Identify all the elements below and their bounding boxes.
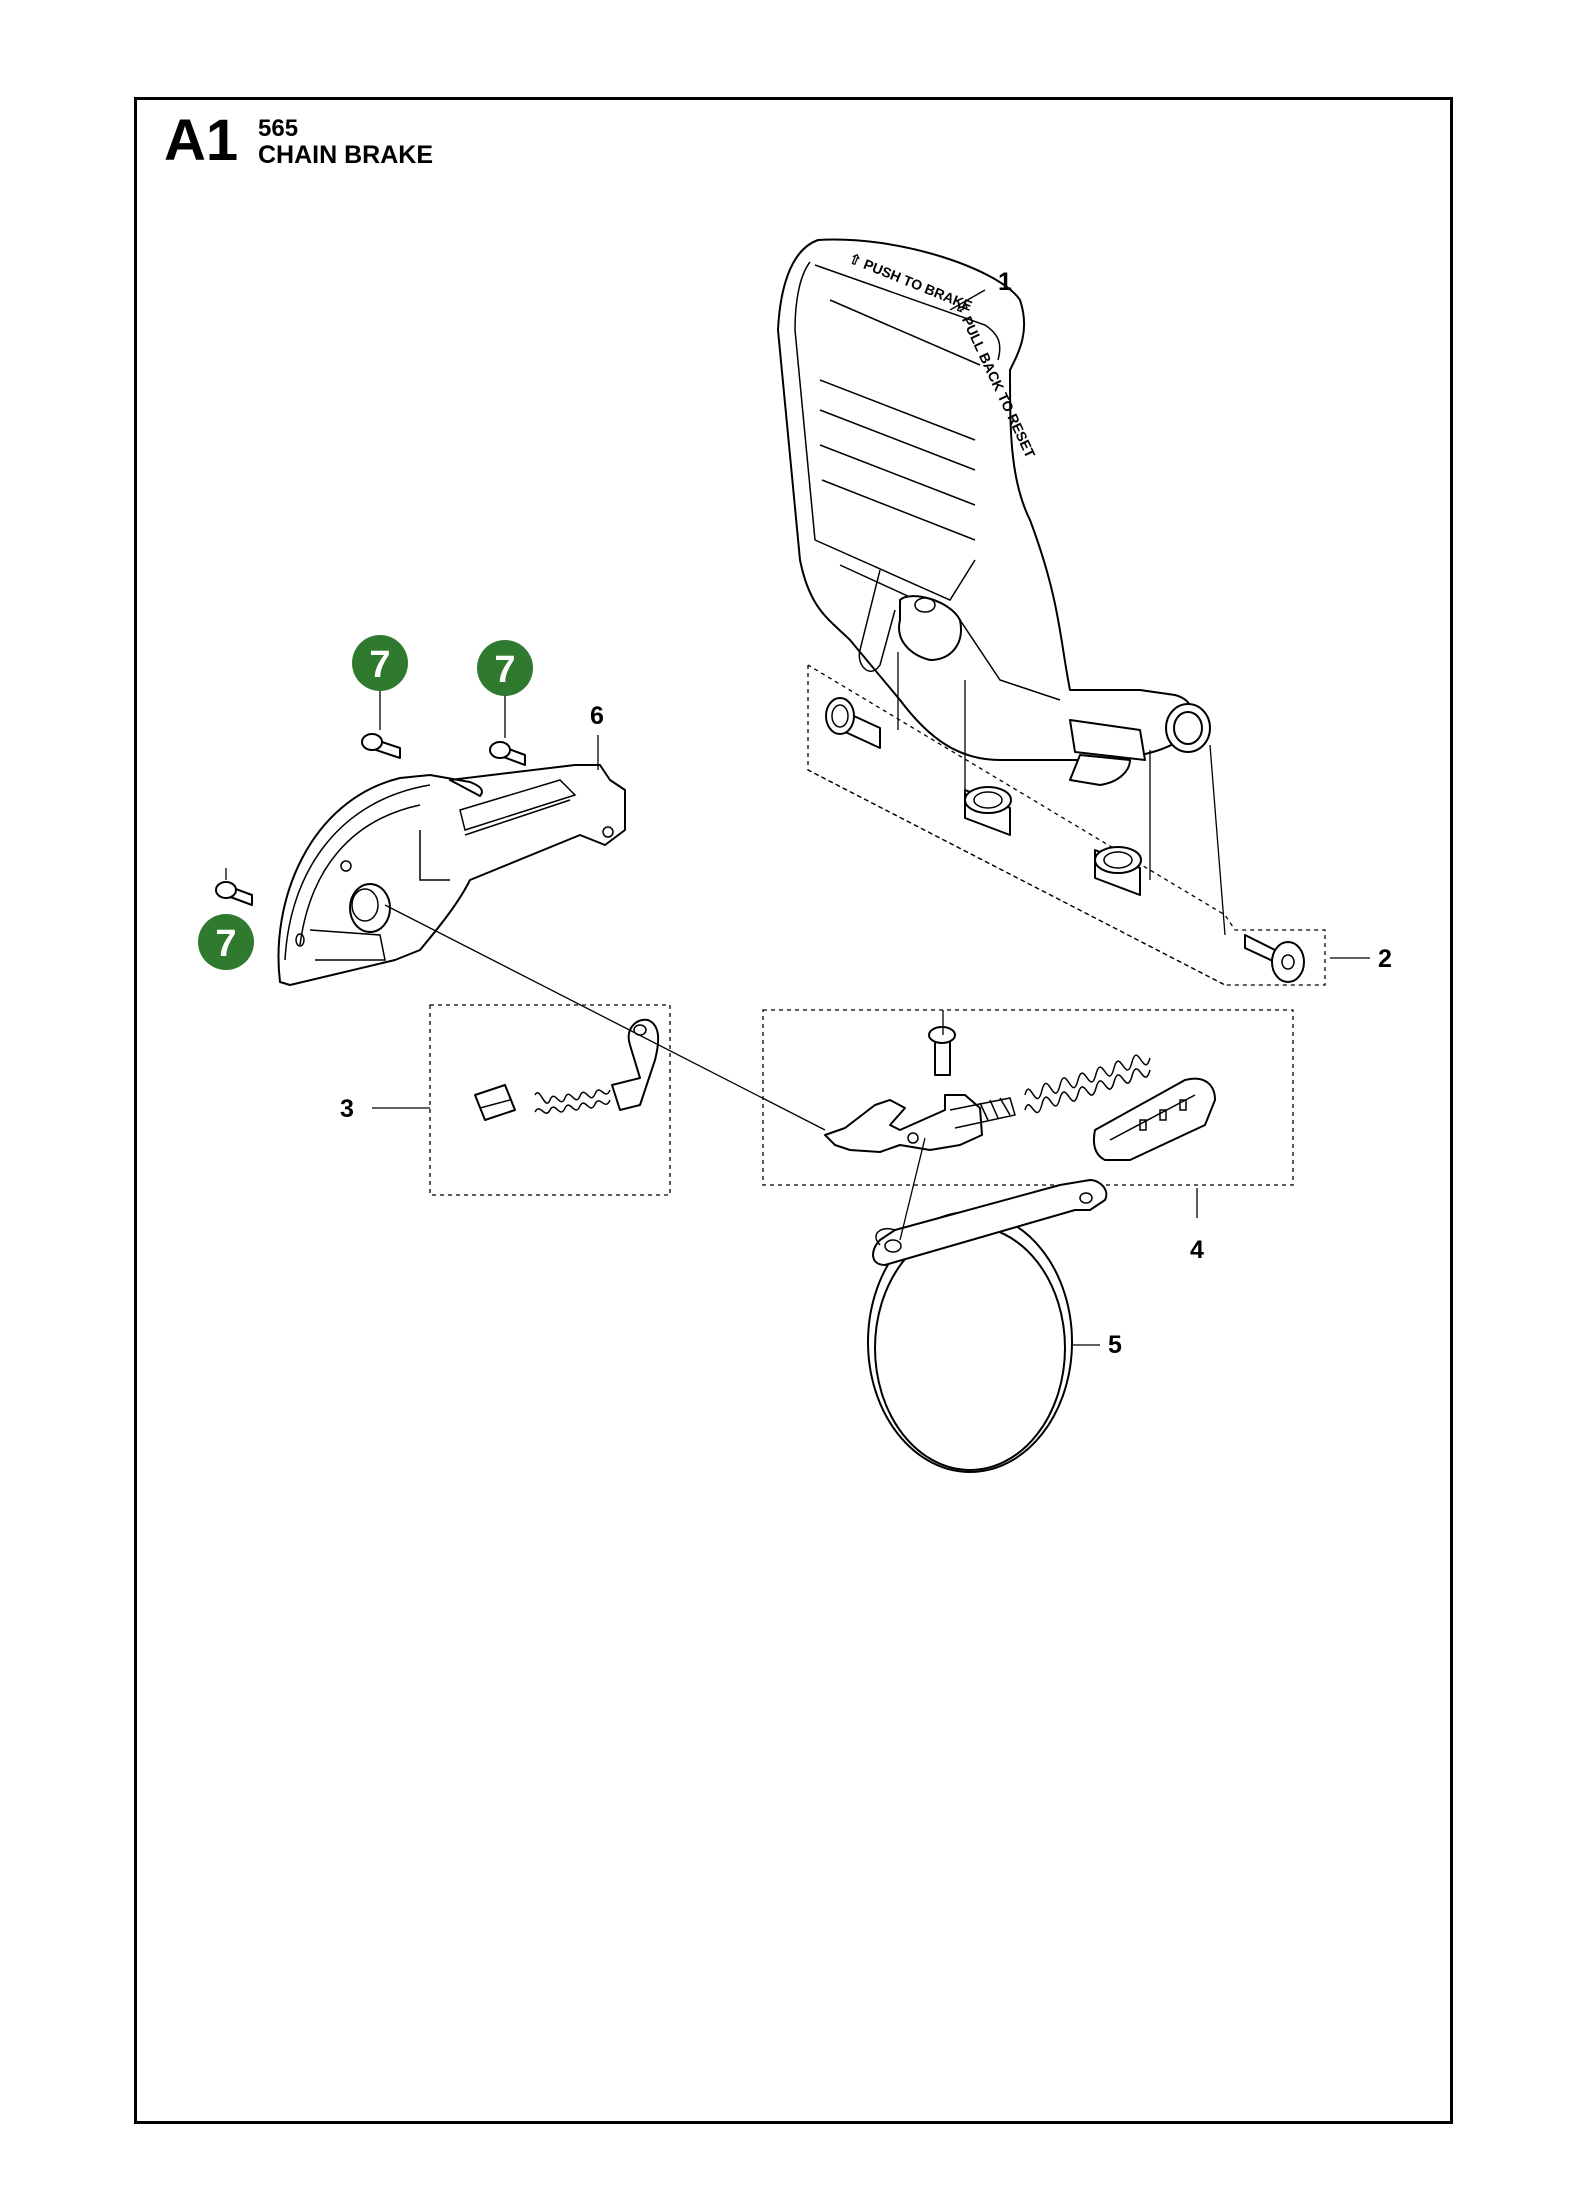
brake-spring-kit — [762, 1009, 1294, 1186]
callout-5: 5 — [1108, 1331, 1122, 1359]
trigger-spring-set — [429, 1004, 671, 1196]
screws-item-7 — [215, 690, 526, 906]
badge-item-7: 7 — [477, 640, 533, 696]
badge-item-7: 7 — [198, 914, 254, 970]
page-frame — [134, 97, 1453, 2124]
item-7-badges: 7 7 7 — [198, 635, 533, 970]
brake-cover-plate — [277, 764, 626, 986]
callout-labels: 1 2 3 4 5 6 — [340, 268, 1392, 1359]
pivot-bushings — [807, 652, 1326, 986]
svg-text:7: 7 — [494, 649, 515, 691]
badge-item-7: 7 — [352, 635, 408, 691]
callout-1: 1 — [998, 268, 1012, 296]
assembly-leaders — [384, 904, 944, 1241]
callout-3: 3 — [340, 1095, 354, 1123]
callout-4: 4 — [1190, 1236, 1204, 1264]
hand-guard: ⇧ PUSH TO BRAKE ⇩ PULL BACK TO RESET — [777, 238, 1211, 786]
brake-band — [867, 1179, 1108, 1473]
section-title: CHAIN BRAKE — [258, 141, 433, 169]
callout-6: 6 — [590, 702, 604, 730]
svg-text:7: 7 — [215, 923, 236, 965]
svg-text:7: 7 — [369, 644, 390, 686]
section-code: A1 — [164, 108, 239, 173]
model-number: 565 — [258, 115, 299, 142]
callout-leaders — [372, 289, 1370, 1346]
callout-2: 2 — [1378, 945, 1392, 973]
